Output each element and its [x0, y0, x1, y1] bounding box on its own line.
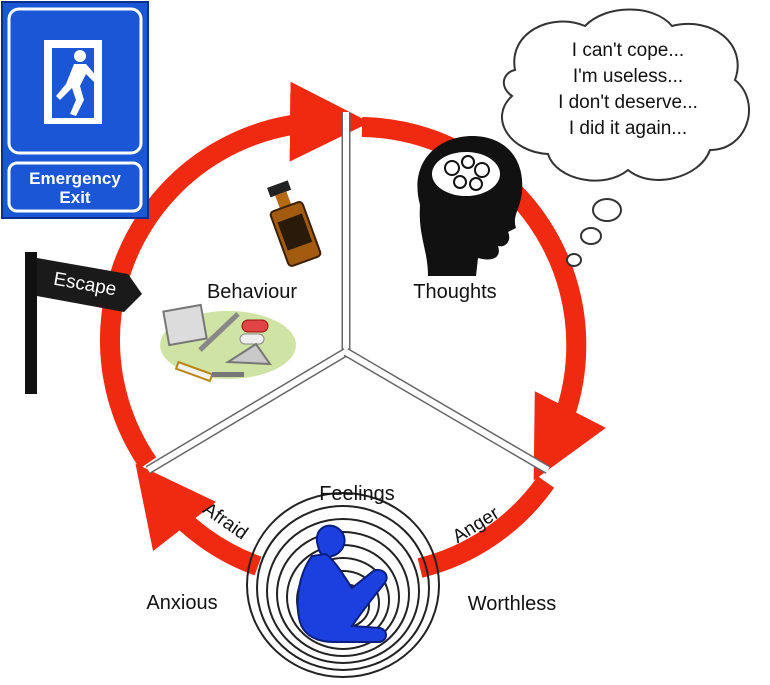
head-thoughts-icon	[417, 136, 523, 276]
worthless-label: Worthless	[468, 593, 557, 615]
thought-line-3: I don't deserve...	[558, 92, 698, 113]
thought-line-4: I did it again...	[569, 118, 687, 139]
arc-feelings-to-behaviour	[135, 463, 262, 576]
sector-dividers	[145, 112, 551, 474]
thoughts-label: Thoughts	[413, 281, 496, 303]
crouching-figure-icon	[296, 524, 388, 643]
emergency-sign-line2: Exit	[59, 188, 91, 207]
arc-behaviour-to-thoughts	[100, 81, 370, 469]
feelings-label: Feelings	[319, 483, 395, 505]
bottle-icon	[267, 180, 322, 267]
escape-signpost: Escape	[25, 252, 142, 394]
arc-feelings-right	[417, 476, 555, 578]
emergency-sign-line1: Emergency	[29, 169, 121, 188]
anxious-label: Anxious	[146, 592, 217, 614]
substances-illustration	[160, 303, 296, 383]
thought-line-1: I can't cope...	[572, 40, 684, 61]
behaviour-label: Behaviour	[207, 281, 297, 303]
running-man-icon	[44, 40, 102, 124]
thought-bubble: I can't cope... I'm useless... I don't d…	[501, 8, 750, 267]
emergency-exit-sign: Emergency Exit	[1, 1, 149, 219]
arc-thoughts-to-feelings	[361, 117, 606, 481]
thought-line-2: I'm useless...	[573, 66, 683, 87]
